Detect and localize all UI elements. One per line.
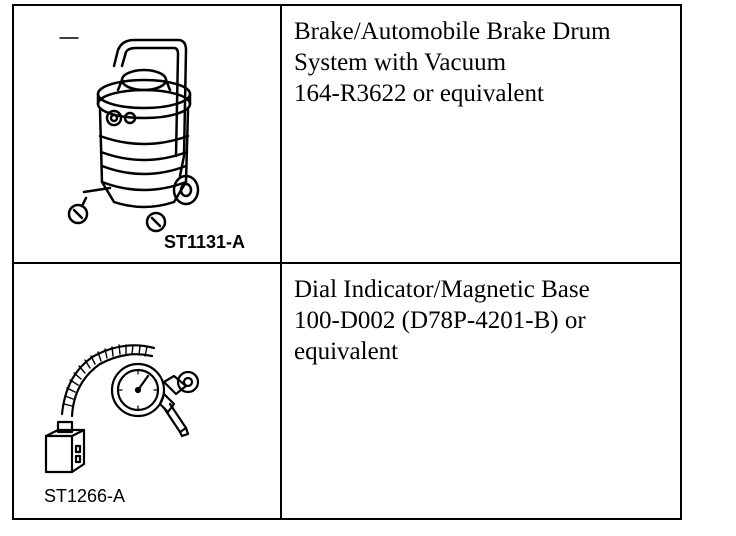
tool-row: ST1131-A Brake/Automobile Brake Drum Sys… (14, 6, 680, 264)
figure-label: ST1131-A (164, 232, 246, 252)
tool-description: Brake/Automobile Brake Drum System with … (294, 16, 611, 109)
tool-row: ST1266-A Dial Indicator/Magnetic Base 10… (14, 264, 680, 518)
special-tools-table: ST1131-A Brake/Automobile Brake Drum Sys… (12, 4, 682, 520)
tool-description-cell: Brake/Automobile Brake Drum System with … (282, 6, 680, 262)
description-line: 164-R3622 or equivalent (294, 80, 544, 107)
description-line: Brake/Automobile Brake Drum (294, 18, 611, 45)
description-line: Dial Indicator/Magnetic Base (294, 276, 590, 303)
tool-illustration-cell: ST1266-A (14, 264, 282, 518)
tool-illustration-cell: ST1131-A (14, 6, 282, 262)
wet-dry-vacuum-icon (59, 37, 200, 233)
tool-description: Dial Indicator/Magnetic Base 100-D002 (D… (294, 274, 590, 367)
dial-indicator-magnetic-base-icon (44, 344, 200, 474)
figure-label: ST1266-A (44, 486, 126, 506)
tool-description-cell: Dial Indicator/Magnetic Base 100-D002 (D… (282, 264, 680, 518)
description-line: equivalent (294, 338, 399, 365)
description-line: System with Vacuum (294, 49, 507, 76)
description-line: 100-D002 (D78P-4201-B) or (294, 307, 586, 334)
